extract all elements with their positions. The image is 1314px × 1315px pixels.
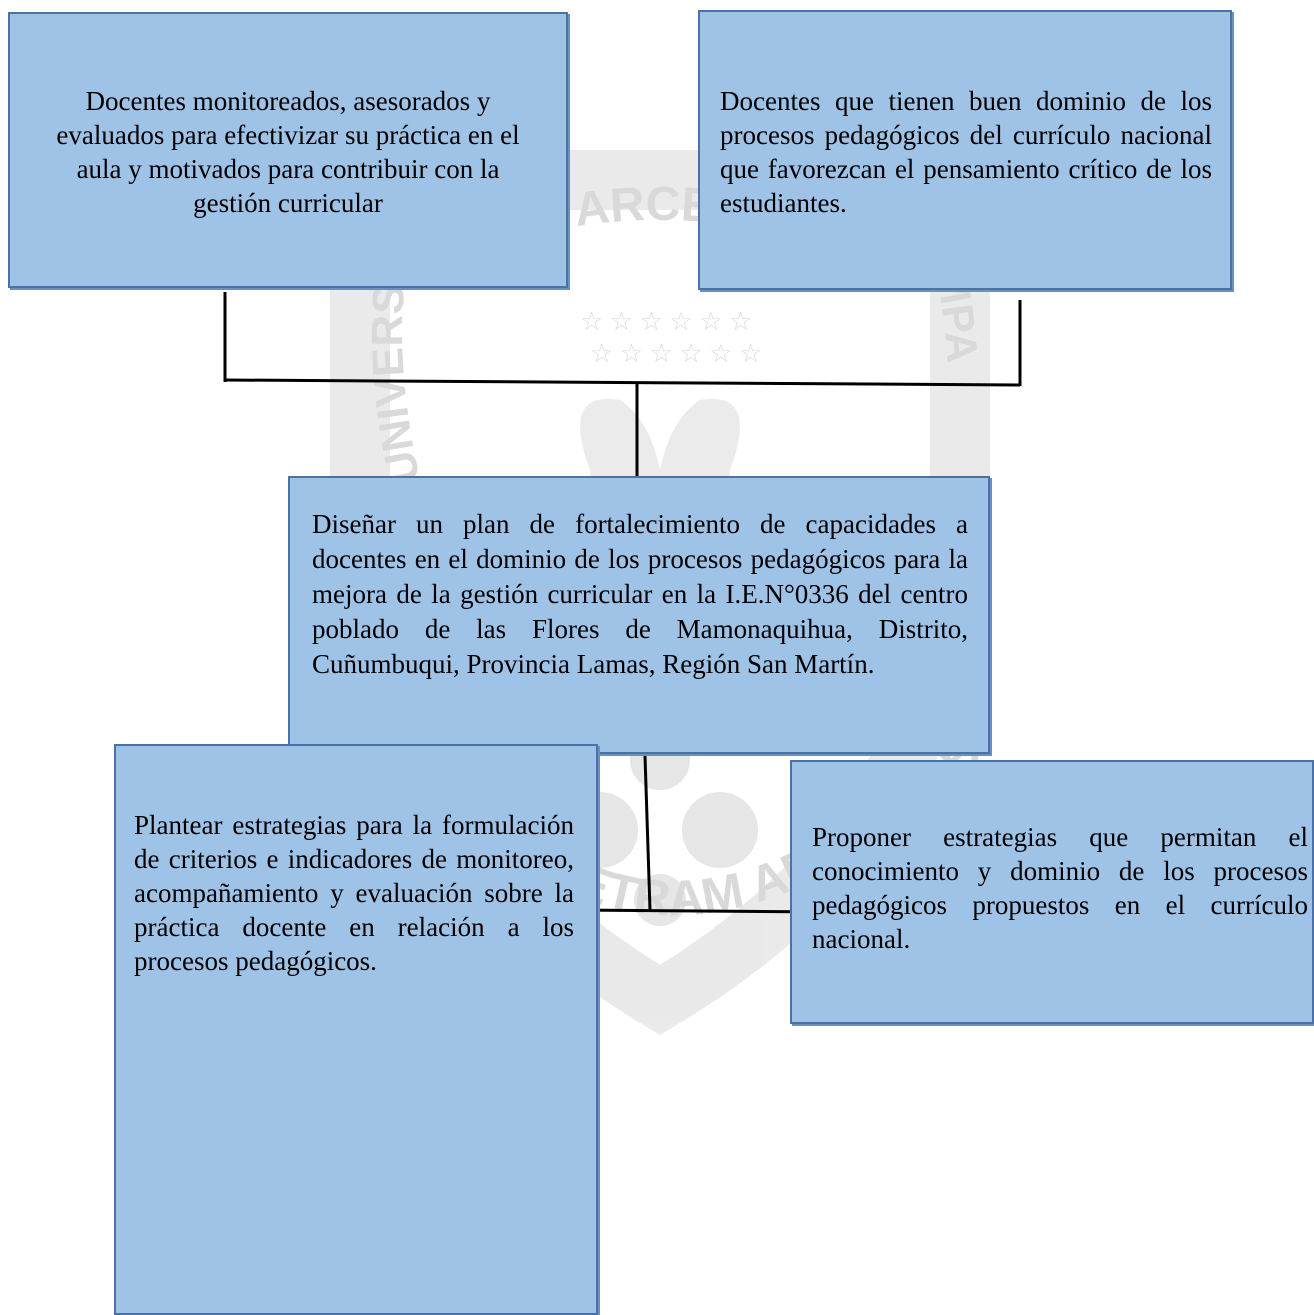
connector-top-bar xyxy=(224,378,1021,387)
result-text-top-right: Docentes que tienen buen dominio de los … xyxy=(720,86,1212,218)
strategy-text-bottom-left: Plantear estrategias para la formulación… xyxy=(134,810,574,976)
strategy-box-bottom-left: Plantear estrategias para la formulación… xyxy=(114,744,598,1315)
svg-text:☆ ☆ ☆ ☆ ☆ ☆: ☆ ☆ ☆ ☆ ☆ ☆ xyxy=(590,339,762,368)
strategy-text-bottom-right: Proponer estrategias que permitan el con… xyxy=(812,822,1308,954)
svg-text:☆ ☆ ☆ ☆ ☆ ☆: ☆ ☆ ☆ ☆ ☆ ☆ xyxy=(580,307,752,336)
strategy-box-bottom-right: Proponer estrategias que permitan el con… xyxy=(790,760,1314,1024)
seal-top-text: ARCE xyxy=(571,178,715,237)
result-box-top-right: Docentes que tienen buen dominio de los … xyxy=(698,10,1232,290)
objective-box-center: Diseñar un plan de fortalecimiento de ca… xyxy=(288,476,990,754)
objective-text-center: Diseñar un plan de fortalecimiento de ca… xyxy=(312,509,968,679)
result-box-top-left: Docentes monitoreados, asesorados y eval… xyxy=(8,12,568,288)
result-text-top-left: Docentes monitoreados, asesorados y eval… xyxy=(56,86,520,218)
seal-stars-icon: ☆ ☆ ☆ ☆ ☆ ☆ ☆ ☆ ☆ ☆ ☆ ☆ xyxy=(580,307,762,368)
connector-center-to-bottom xyxy=(643,755,652,911)
